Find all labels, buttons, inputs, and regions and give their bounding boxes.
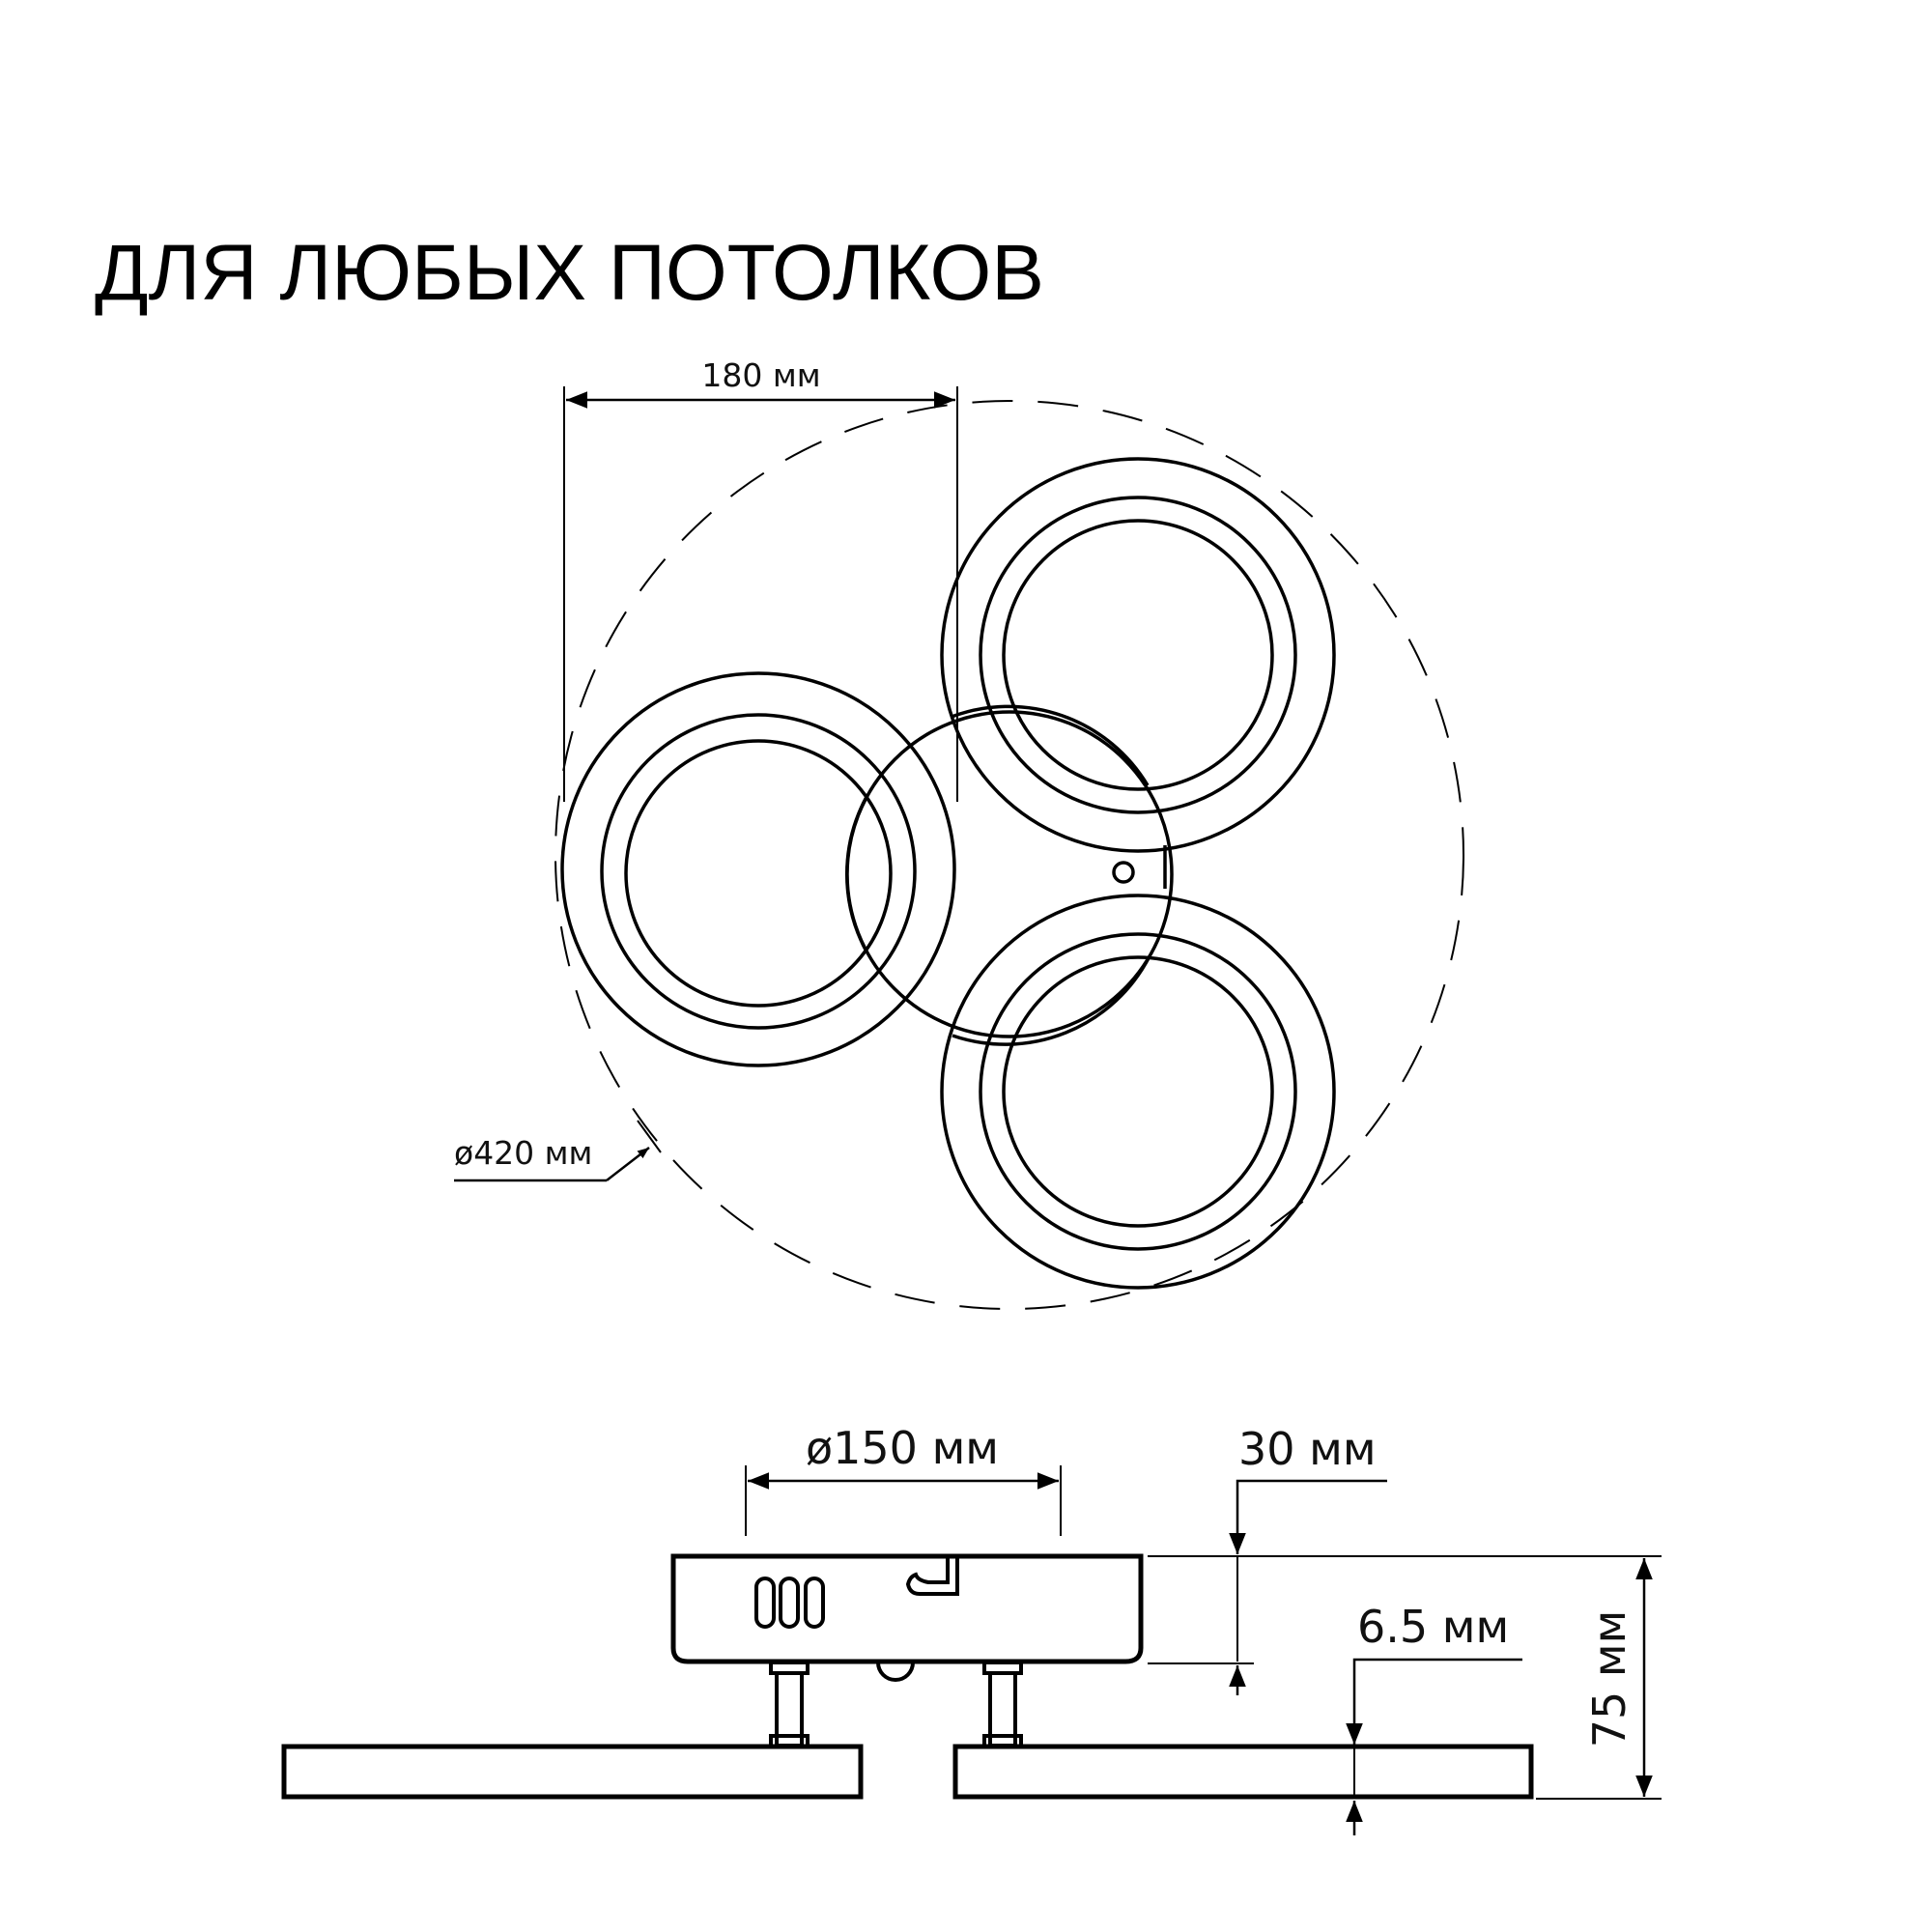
stem-left bbox=[769, 1661, 810, 1748]
ring-width-label: 180 мм bbox=[701, 356, 820, 394]
overall-diameter-outline bbox=[554, 400, 1464, 1310]
lamp-panel-left bbox=[281, 1744, 864, 1800]
overall-diameter-label: ø420 мм bbox=[454, 1134, 592, 1172]
lamp-panel-right bbox=[952, 1744, 1534, 1800]
page-title: ДЛЯ ЛЮБЫХ ПОТОЛКОВ bbox=[95, 229, 1044, 317]
dimension-canopy-diameter: ø150 мм bbox=[745, 1422, 1062, 1536]
mounting-hole bbox=[1112, 861, 1135, 884]
top-view: 180 мм ø420 мм bbox=[454, 356, 1464, 1310]
ring-bottom bbox=[940, 894, 1336, 1290]
canopy-bottom-nub bbox=[876, 1662, 915, 1682]
stem-right bbox=[982, 1661, 1023, 1748]
dimension-ring-width: 180 мм bbox=[563, 356, 958, 802]
ring-top bbox=[940, 457, 1336, 853]
dimension-total-height: 75 мм bbox=[1583, 1558, 1653, 1797]
total-height-label: 75 мм bbox=[1583, 1610, 1635, 1748]
side-view: ø150 мм 30 мм 6.5 мм 75 мм bbox=[281, 1422, 1662, 1835]
panel-thickness-label: 6.5 мм bbox=[1357, 1601, 1509, 1653]
dimension-canopy-height: 30 мм bbox=[1229, 1423, 1387, 1695]
dimension-overall-diameter: ø420 мм bbox=[454, 1120, 662, 1182]
vent-slots bbox=[754, 1577, 825, 1629]
canopy-body bbox=[670, 1553, 1144, 1664]
canopy-disc bbox=[845, 710, 1174, 1038]
canopy-diameter-label: ø150 мм bbox=[806, 1422, 999, 1474]
ring-left bbox=[560, 671, 956, 1067]
dimension-panel-thickness: 6.5 мм bbox=[1346, 1601, 1522, 1835]
hanging-hook-slot bbox=[905, 1557, 959, 1596]
canopy-height-label: 30 мм bbox=[1238, 1423, 1377, 1475]
